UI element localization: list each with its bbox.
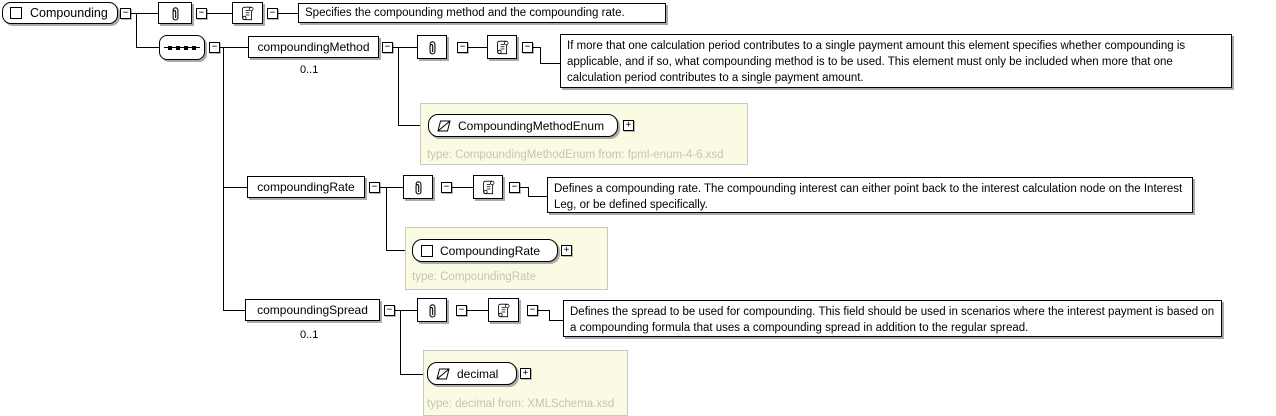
connector-line xyxy=(549,320,563,321)
documentation-box: Defines a compounding rate. The compound… xyxy=(547,177,1193,213)
type-label: CompoundingMethodEnum xyxy=(458,118,605,133)
connector-line xyxy=(468,47,487,48)
connector-line xyxy=(528,196,547,197)
cardinality-label: 0..1 xyxy=(300,329,319,341)
annotation-box[interactable] xyxy=(487,35,517,59)
element-box-compoundingRate[interactable]: compoundingRate xyxy=(247,176,365,198)
documentation-text: Defines the spread to be used for compou… xyxy=(570,306,1215,334)
collapse-toggle[interactable]: − xyxy=(369,182,380,193)
complex-type-icon xyxy=(10,7,22,19)
collapse-toggle[interactable]: − xyxy=(267,8,278,19)
connector-line xyxy=(538,310,549,311)
connector-line xyxy=(207,13,232,14)
connector-line xyxy=(136,47,159,48)
simple-type-icon xyxy=(436,368,450,379)
documentation-box: Specifies the compounding method and the… xyxy=(298,3,666,23)
attributes-box[interactable] xyxy=(417,298,447,322)
connector-line xyxy=(395,310,417,311)
type-label: decimal xyxy=(457,366,499,381)
expand-toggle[interactable]: + xyxy=(520,368,531,379)
collapse-toggle[interactable]: − xyxy=(209,42,220,53)
collapse-toggle[interactable]: − xyxy=(120,8,131,19)
type-label: CompoundingRate xyxy=(440,243,541,258)
type-box-CompoundingMethodEnum[interactable]: CompoundingMethodEnum xyxy=(428,114,618,137)
type-note: type: CompoundingRate xyxy=(412,271,537,283)
paperclip-icon xyxy=(415,180,421,195)
connector-line xyxy=(278,13,298,14)
paperclip-icon xyxy=(429,40,435,55)
connector-line xyxy=(223,47,224,310)
annotation-scroll-icon xyxy=(496,40,508,54)
annotation-box[interactable] xyxy=(232,2,263,24)
documentation-box: Defines the spread to be used for compou… xyxy=(563,300,1222,337)
connector-line xyxy=(549,310,550,320)
connector-line xyxy=(467,310,488,311)
complex-type-icon xyxy=(421,244,433,257)
attributes-box[interactable] xyxy=(417,35,447,59)
element-label: compoundingMethod xyxy=(257,40,370,54)
type-note: type: decimal from: XMLSchema.xsd xyxy=(427,398,615,410)
collapse-toggle[interactable]: − xyxy=(522,42,533,53)
documentation-box: If more that one calculation period cont… xyxy=(560,34,1232,88)
expand-toggle[interactable]: + xyxy=(623,120,634,131)
connector-line xyxy=(400,310,401,374)
connector-line xyxy=(393,47,417,48)
collapse-toggle[interactable]: − xyxy=(456,305,467,316)
collapse-toggle[interactable]: − xyxy=(457,42,468,53)
connector-line xyxy=(528,187,529,196)
paperclip-icon xyxy=(172,6,178,21)
collapse-toggle[interactable]: − xyxy=(441,182,452,193)
collapse-toggle[interactable]: − xyxy=(509,182,520,193)
connector-line xyxy=(380,187,403,188)
expand-toggle[interactable]: + xyxy=(561,245,572,256)
type-note: type: CompoundingMethodEnum from: fpml-e… xyxy=(427,149,724,161)
collapse-toggle[interactable]: − xyxy=(382,42,393,53)
documentation-text: If more that one calculation period cont… xyxy=(567,40,1186,84)
sequence-dots-icon xyxy=(164,44,200,52)
element-label: compoundingSpread xyxy=(257,303,368,317)
connector-line xyxy=(540,63,560,64)
connector-line xyxy=(398,47,399,125)
connector-line xyxy=(220,47,248,48)
element-label: compoundingRate xyxy=(257,180,355,194)
collapse-toggle[interactable]: − xyxy=(196,8,207,19)
collapse-toggle[interactable]: − xyxy=(527,305,538,316)
sequence-compositor[interactable] xyxy=(159,35,205,60)
element-box-compoundingMethod[interactable]: compoundingMethod xyxy=(248,36,379,58)
documentation-text: Specifies the compounding method and the… xyxy=(305,6,625,19)
connector-line xyxy=(223,310,245,311)
type-box-decimal[interactable]: decimal xyxy=(427,362,517,385)
annotation-box[interactable] xyxy=(473,175,503,199)
annotation-scroll-icon xyxy=(242,6,254,20)
documentation-text: Defines a compounding rate. The compound… xyxy=(554,183,1183,211)
element-box-compoundingSpread[interactable]: compoundingSpread xyxy=(245,299,380,321)
annotation-scroll-icon xyxy=(482,180,494,194)
connector-line xyxy=(400,374,427,375)
attributes-box[interactable] xyxy=(158,2,192,24)
connector-line xyxy=(136,13,137,47)
collapse-toggle[interactable]: − xyxy=(384,305,395,316)
element-label: Compounding xyxy=(30,6,108,20)
cardinality-label: 0..1 xyxy=(300,64,319,76)
paperclip-icon xyxy=(429,303,435,318)
connector-line xyxy=(386,250,412,251)
connector-line xyxy=(223,187,247,188)
connector-line xyxy=(386,187,387,250)
element-box-compounding[interactable]: Compounding xyxy=(2,2,118,24)
attributes-box[interactable] xyxy=(403,175,433,199)
connector-line xyxy=(398,125,430,126)
annotation-scroll-icon xyxy=(498,303,510,317)
connector-line xyxy=(131,13,158,14)
connector-line xyxy=(533,47,541,48)
connector-line xyxy=(520,187,528,188)
annotation-box[interactable] xyxy=(488,298,519,322)
type-box-CompoundingRate[interactable]: CompoundingRate xyxy=(412,239,558,262)
simple-type-icon xyxy=(437,120,451,131)
connector-line xyxy=(452,187,473,188)
connector-line xyxy=(540,47,541,63)
